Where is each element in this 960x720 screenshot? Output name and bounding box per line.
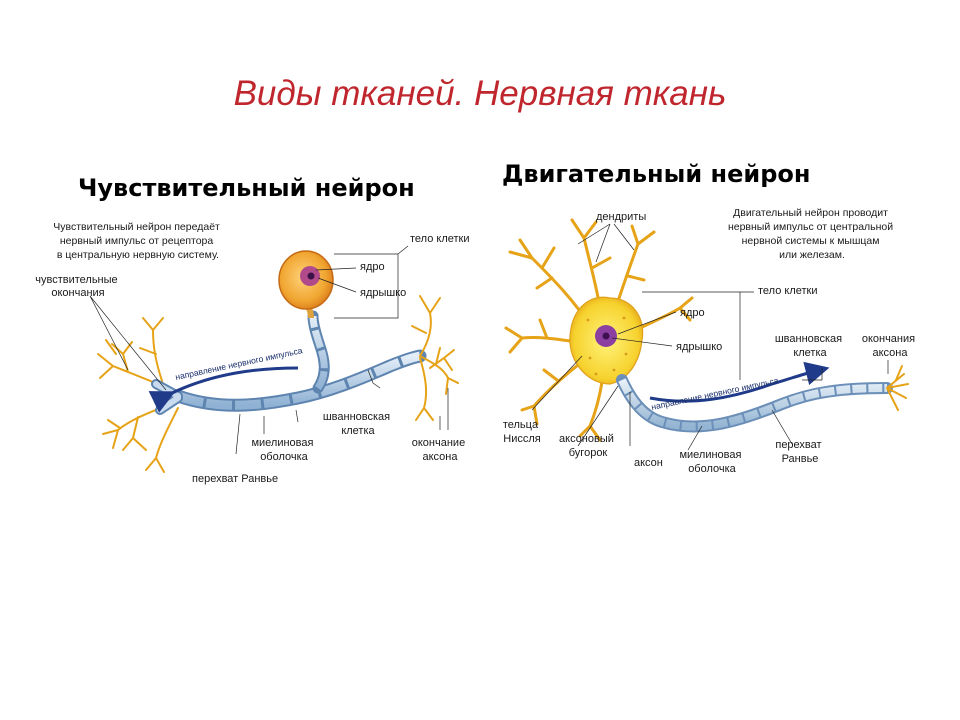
sensory-impulse-arrow <box>148 366 299 413</box>
motor-ranvier-label: перехват Ранвье <box>775 439 824 465</box>
sensory-nucleus-label: ядро <box>360 261 385 273</box>
motor-heading: Двигательный нейрон <box>502 160 810 188</box>
motor-nissl-label: тельца Ниссля <box>503 419 541 445</box>
motor-nucleus-label: ядро <box>680 307 705 319</box>
sensory-endings-label: чувствительные окончания <box>35 274 120 299</box>
sensory-nucleolus-label: ядрышко <box>360 287 406 299</box>
slide-title: Виды тканей. Нервная ткань <box>233 74 727 113</box>
motor-cell-body-label: тело клетки <box>758 285 818 297</box>
sensory-nucleolus <box>307 272 315 280</box>
motor-nucleolus-label: ядрышко <box>676 341 722 353</box>
motor-axon-label: аксон <box>634 457 663 469</box>
motor-axon-hillock-label: аксоновый бугорок <box>559 433 617 459</box>
motor-leader-lines <box>531 223 889 451</box>
motor-description: Двигательный нейрон проводит нервный имп… <box>728 207 896 261</box>
motor-nucleolus <box>602 332 610 340</box>
sensory-ranvier-label: перехват Ранвье <box>192 473 278 485</box>
sensory-cell-body-label: тело клетки <box>410 233 470 245</box>
sensory-cell-body <box>278 250 334 319</box>
sensory-endings-branches <box>97 317 179 473</box>
sensory-neuron-diagram: Чувствительный нейрон Чувствительный ней… <box>35 174 470 485</box>
sensory-impulse-label: направление нервного импульса <box>174 345 303 382</box>
motor-cell-body <box>569 296 644 385</box>
motor-nissl-dots <box>586 316 628 376</box>
motor-schwann-label: шванновская клетка <box>775 333 845 359</box>
motor-impulse-arrow <box>649 361 830 403</box>
motor-dendrites <box>504 218 694 442</box>
motor-axon-myelin <box>616 374 893 433</box>
motor-neuron-diagram: Двигательный нейрон Двигательный нейрон … <box>502 160 918 475</box>
motor-dendrites-label: дендриты <box>596 211 646 223</box>
motor-axon-endings-branches <box>886 365 909 411</box>
sensory-heading: Чувствительный нейрон <box>78 174 415 202</box>
sensory-description: Чувствительный нейрон передаёт нервный и… <box>53 221 223 261</box>
sensory-schwann-label: шванновская клетка <box>323 411 393 437</box>
sensory-axon-myelin <box>151 310 427 415</box>
motor-axon-endings-label: окончания аксона <box>862 333 918 359</box>
sensory-axon-ending-label: окончание аксона <box>412 437 469 463</box>
sensory-leader-lines <box>89 245 449 455</box>
sensory-axon-ending-branches <box>411 295 459 421</box>
motor-myelin-label: миелиновая оболочка <box>679 449 744 475</box>
sensory-myelin-label: миелиновая оболочка <box>251 437 316 463</box>
